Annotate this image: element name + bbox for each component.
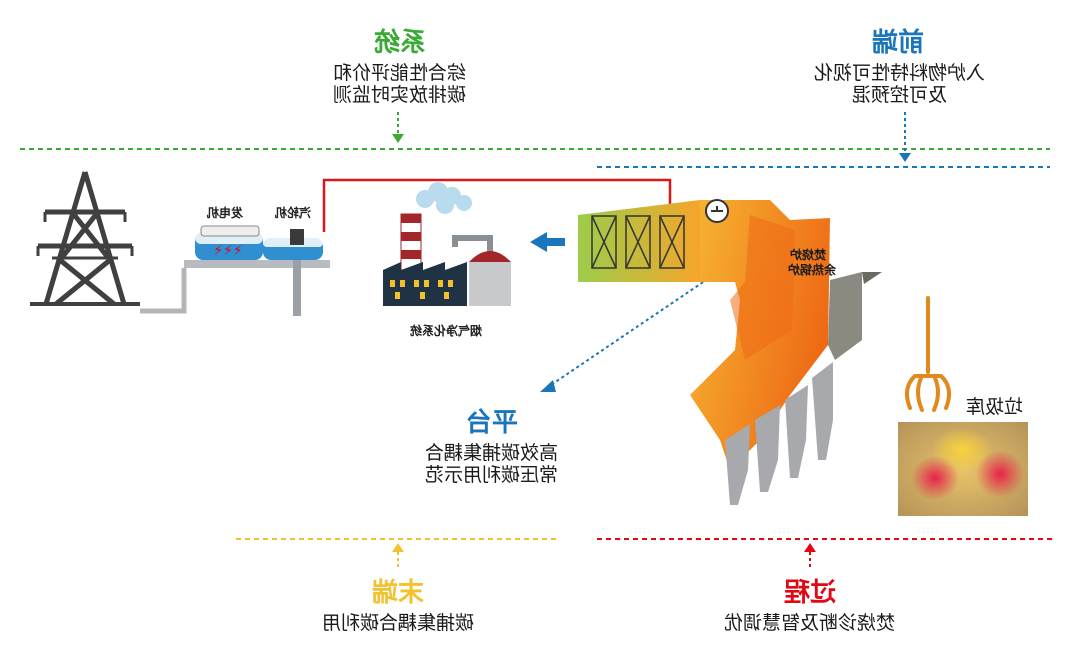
boiler-label-1: 焚烧炉: [789, 248, 826, 262]
incinerator-boiler: [578, 199, 882, 505]
system-arrow: [392, 112, 404, 143]
end-desc: 碳捕集耦合碳利用: [321, 612, 474, 634]
end-title: 末端: [371, 578, 424, 608]
turbine-generator-group: ⚡⚡⚡: [184, 225, 330, 316]
flue-gas-label: 烟气净化系统: [409, 324, 482, 338]
process-desc: 焚烧诊断及智慧调优: [724, 612, 896, 634]
generator-label: 发电机: [206, 206, 243, 220]
system-title: 系统: [373, 28, 426, 58]
flow-arrow-icon: [530, 232, 565, 252]
platform-desc-line-2: 常压碳利用示范: [425, 464, 559, 486]
waste-pit: [898, 422, 1028, 516]
system-desc: 综合性能评价和 碳排放实时监测: [330, 62, 470, 106]
system-desc-line-1: 综合性能评价和: [333, 62, 467, 84]
smoke-icon: [416, 182, 472, 214]
grab-crane-icon: [904, 296, 952, 412]
platform-desc-line-1: 高效碳捕集耦合: [425, 442, 559, 464]
power-line: [140, 268, 187, 314]
front-end-arrow: [899, 112, 911, 162]
boiler-label-2: 余热锅炉: [788, 263, 837, 277]
platform-arrow: [540, 266, 723, 392]
steam-pipe: [322, 178, 672, 232]
platform-title: 平台: [465, 408, 518, 438]
transmission-tower-icon: [30, 171, 140, 306]
factory-icon: [383, 182, 511, 306]
front-end-title: 前端: [871, 28, 924, 58]
front-end-desc: 入炉物料特性可视化 及可控预混: [790, 62, 1010, 106]
end-arrow: [392, 543, 404, 567]
waste-pit-label: 垃圾库: [966, 396, 1024, 418]
process-title: 过程: [783, 578, 836, 608]
turbine-label: 汽轮机: [274, 206, 311, 220]
process-arrow: [804, 543, 816, 567]
boiler-label: 焚烧炉 余热锅炉: [788, 248, 836, 278]
svg-text:⚡⚡⚡: ⚡⚡⚡: [213, 243, 243, 259]
front-end-desc-line-1: 入炉物料特性可视化: [814, 62, 986, 84]
platform-desc: 高效碳捕集耦合 常压碳利用示范: [412, 442, 572, 486]
system-desc-line-2: 碳排放实时监测: [333, 84, 467, 106]
front-end-desc-line-2: 及可控预混: [852, 84, 948, 106]
